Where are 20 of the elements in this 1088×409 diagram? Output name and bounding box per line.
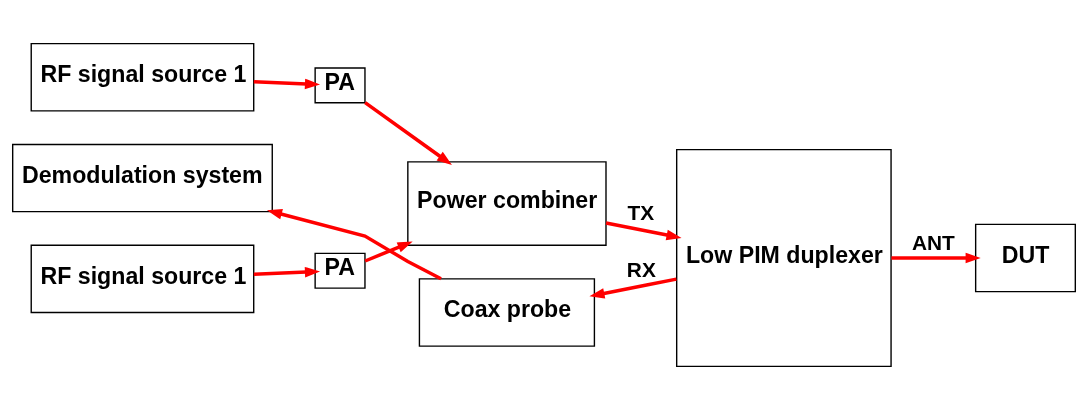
arrow: [364, 100, 452, 165]
edge-label: RX: [626, 257, 656, 281]
node-box: PA: [314, 66, 366, 103]
arrow: [605, 220, 682, 240]
arrow: [253, 266, 321, 277]
edge-label: TX: [627, 200, 655, 224]
arrow: [589, 276, 677, 299]
node-box: RF signal source 1: [30, 42, 255, 112]
arrow: [253, 78, 321, 89]
node-box: Low PIM duplexer: [676, 148, 892, 367]
arrow: [891, 252, 981, 263]
edge-label: ANT: [911, 230, 955, 254]
arrow: [364, 241, 413, 263]
node-box: PA: [314, 252, 366, 289]
node-box: DUT: [974, 223, 1076, 292]
arrow: [266, 208, 442, 280]
node-box: Coax probe: [418, 277, 596, 347]
node-box: Demodulation system: [12, 143, 273, 212]
node-box: RF signal source 1: [30, 244, 255, 313]
node-box: Power combiner: [407, 160, 607, 246]
